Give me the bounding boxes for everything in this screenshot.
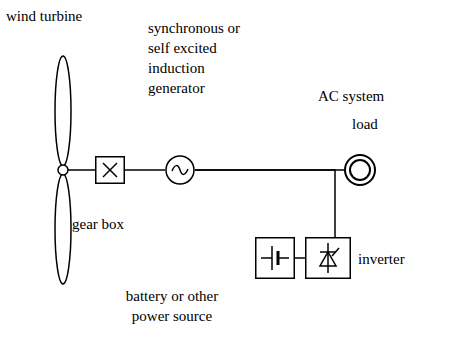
component-label: gear box [72,214,124,234]
battery-box-outline [255,237,295,279]
generator-symbol-outline [165,155,195,185]
component-label: wind turbine [6,6,82,26]
gear-box-outline [95,156,125,184]
generator-symbol: synchronous or self excited induction ge… [165,155,195,185]
wind-turbine: wind turbine [52,52,74,288]
load-symbol: load [344,154,376,186]
system-label: AC system [318,86,384,106]
component-label: synchronous or self excited induction ge… [148,18,258,98]
component-label: inverter [358,249,405,269]
component-label: load [352,114,378,134]
wire [125,169,165,171]
wire [295,257,305,259]
gear-box: gear box [95,156,125,184]
inverter-box-outline [305,237,351,279]
load-symbol-outline [344,154,376,186]
inverter-box: inverter [305,237,351,279]
battery-box: battery or other power source [255,237,295,279]
component-label: battery or other power source [107,286,237,326]
wire [74,169,95,171]
wind-turbine-outline [52,52,74,288]
wire [195,170,335,237]
